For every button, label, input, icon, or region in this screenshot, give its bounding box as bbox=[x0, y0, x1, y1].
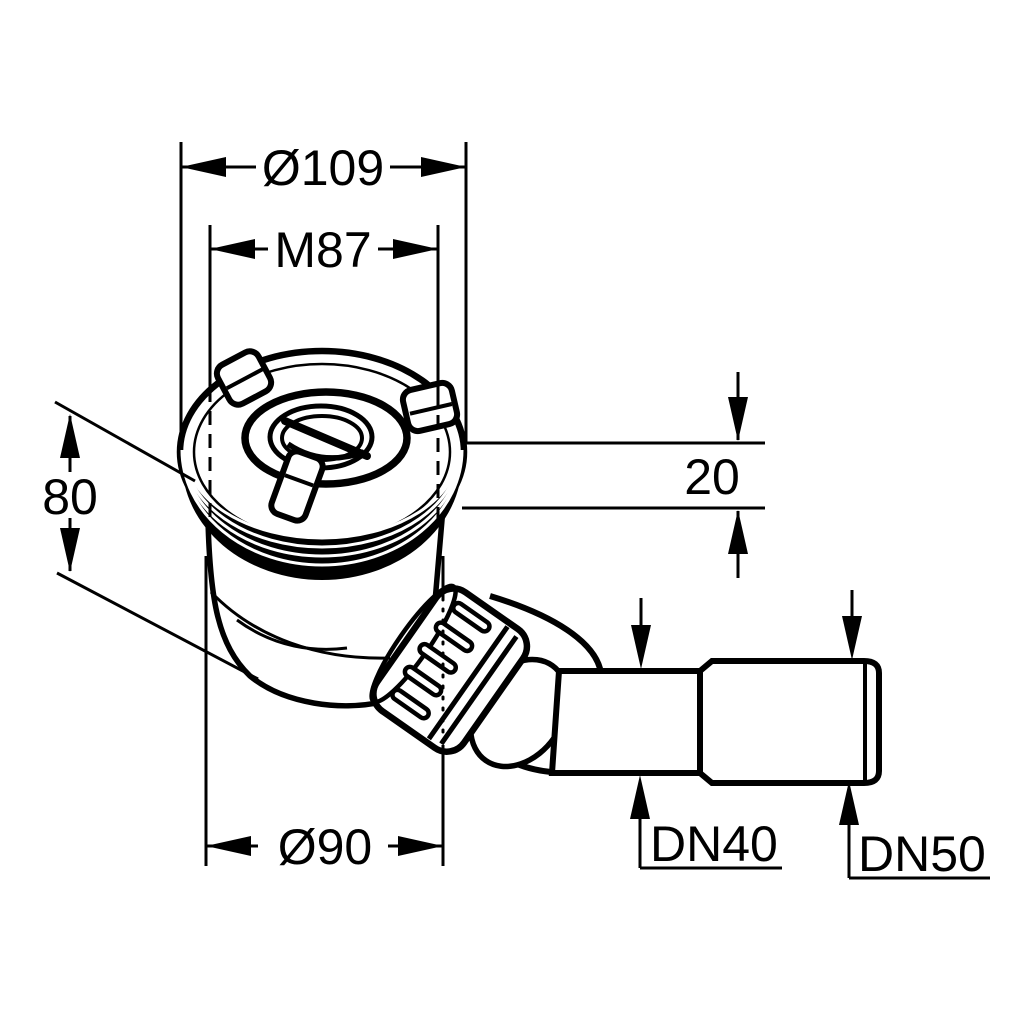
label-diameter-90: Ø90 bbox=[278, 819, 373, 875]
compression-nut bbox=[369, 583, 531, 755]
dimension-thread-size: M87 bbox=[208, 222, 440, 525]
outlet-sleeve-dn50 bbox=[697, 658, 882, 786]
label-height-80: 80 bbox=[42, 469, 98, 525]
dimension-body-diameter: Ø90 bbox=[204, 556, 445, 875]
label-thread-m87: M87 bbox=[274, 222, 371, 278]
label-outlet-dn50: DN50 bbox=[858, 826, 986, 882]
dimension-body-height: 80 bbox=[42, 400, 259, 681]
flange-lug-left bbox=[213, 348, 275, 408]
flange-lug-right bbox=[399, 379, 461, 435]
outlet-pipe-dn40 bbox=[548, 668, 704, 776]
dimension-flange-outer-diameter: Ø109 bbox=[179, 140, 468, 450]
flange-lug-bottom bbox=[268, 448, 326, 524]
dimension-outlet-dn50: DN50 bbox=[839, 590, 990, 882]
label-diameter-109: Ø109 bbox=[262, 140, 384, 196]
label-outlet-dn40: DN40 bbox=[650, 816, 778, 872]
dimension-flange-thickness: 20 bbox=[462, 372, 765, 578]
drain-center-rings bbox=[241, 388, 411, 488]
dimension-outlet-dn40: DN40 bbox=[630, 598, 782, 872]
label-thickness-20: 20 bbox=[684, 449, 740, 505]
gasket-thread-band bbox=[180, 445, 464, 580]
dome-slot bbox=[281, 417, 371, 460]
